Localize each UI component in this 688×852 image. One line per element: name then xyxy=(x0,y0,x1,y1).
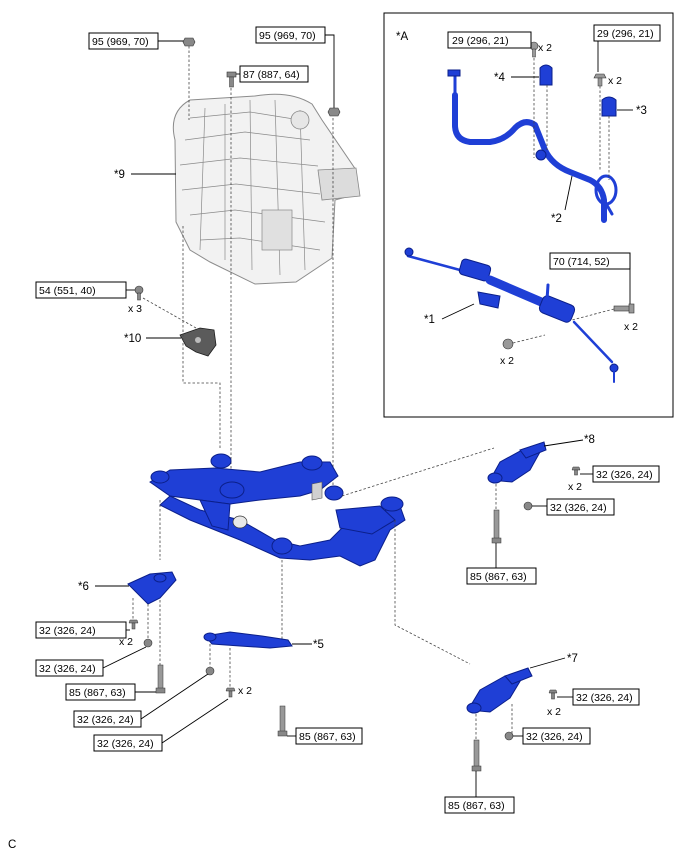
torque-engine-nut-left: 95 (969, 70) xyxy=(92,36,149,48)
torque-brace-8-bolt: 32 (326, 24) xyxy=(596,469,653,481)
torque-brace-6-bolt: 32 (326, 24) xyxy=(39,625,96,637)
brace-6-illustration xyxy=(127,571,177,605)
qty-brace-6-bolt: x 2 xyxy=(119,636,133,648)
callout-2: *2 xyxy=(551,213,562,225)
steering-gear-illustration xyxy=(404,247,619,383)
engine-assembly-illustration xyxy=(172,93,361,285)
callout-5: *5 xyxy=(313,639,324,651)
brace-5-bolt-icon xyxy=(225,687,236,698)
brace-6-main-bolt-icon xyxy=(155,664,166,694)
callout-9: *9 xyxy=(114,169,125,181)
callout-4: *4 xyxy=(494,72,505,84)
engine-mount-nut-right-icon xyxy=(327,107,341,117)
brace-7-main-bolt-icon xyxy=(471,739,482,772)
brace-6-nut-icon xyxy=(143,638,153,648)
brace-8-bolt-icon xyxy=(571,466,581,476)
torque-brace-5-bolt: 32 (326, 24) xyxy=(97,738,154,750)
torque-stab-bracket-left: 29 (296, 21) xyxy=(452,35,509,47)
callout-6: *6 xyxy=(78,581,89,593)
steering-mount-nut-icon xyxy=(502,338,514,350)
inset-panel-a: *A 29 (296, 21) x 2 29 (296, 21) xyxy=(383,12,674,418)
brace-7-nut-icon xyxy=(504,731,514,741)
callout-3: *3 xyxy=(636,105,647,117)
callout-10: *10 xyxy=(124,333,141,345)
qty-stab-bracket-left: x 2 xyxy=(538,42,552,54)
torque-brace-7-main: 85 (867, 63) xyxy=(448,800,505,812)
qty-brace-5-bolt: x 2 xyxy=(238,685,252,697)
front-suspension-crossmember-illustration xyxy=(149,453,406,567)
brace-5-main-bolt-icon xyxy=(277,705,288,737)
figure-code: C xyxy=(8,839,16,851)
engine-mount-nut-left-icon xyxy=(182,37,196,47)
qty-brace-8-bolt: x 2 xyxy=(568,481,582,493)
torque-brace-5-nut: 32 (326, 24) xyxy=(77,714,134,726)
bracket-10-illustration xyxy=(179,327,217,357)
brace-8-illustration xyxy=(487,441,547,484)
torque-brace-8-nut: 32 (326, 24) xyxy=(550,502,607,514)
brace-5-illustration xyxy=(203,631,293,649)
torque-bracket-10: 54 (551, 40) xyxy=(39,285,96,297)
brace-6-bolt-icon xyxy=(128,619,139,630)
brace-8-main-bolt-icon xyxy=(491,509,502,544)
torque-brace-7-bolt: 32 (326, 24) xyxy=(576,692,633,704)
torque-brace-8-main: 85 (867, 63) xyxy=(470,571,527,583)
qty-steering-nut: x 2 xyxy=(500,355,514,367)
callout-7: *7 xyxy=(567,653,578,665)
torque-brace-5-main: 85 (867, 63) xyxy=(299,731,356,743)
brace-7-bolt-icon xyxy=(548,689,558,700)
torque-stab-bracket-right: 29 (296, 21) xyxy=(597,28,654,40)
torque-engine-bolt-center: 87 (887, 64) xyxy=(243,69,300,81)
brace-7-illustration xyxy=(466,667,533,714)
engine-mount-bolt-center-icon xyxy=(226,71,237,88)
callout-1: *1 xyxy=(424,314,435,326)
stabilizer-bar-illustration xyxy=(447,64,618,223)
qty-brace-7-bolt: x 2 xyxy=(547,706,561,718)
torque-brace-7-nut: 32 (326, 24) xyxy=(526,731,583,743)
bracket-10-bolt-icon xyxy=(134,285,144,301)
torque-steering-gear: 70 (714, 52) xyxy=(553,256,610,268)
callout-8: *8 xyxy=(584,434,595,446)
brace-5-nut-icon xyxy=(205,666,215,676)
torque-engine-nut-right: 95 (969, 70) xyxy=(259,30,316,42)
inset-label: *A xyxy=(396,31,408,43)
torque-brace-6-nut: 32 (326, 24) xyxy=(39,663,96,675)
qty-stab-bracket-right: x 2 xyxy=(608,75,622,87)
qty-bracket-10: x 3 xyxy=(128,303,142,315)
qty-steering-bolt: x 2 xyxy=(624,321,638,333)
steering-mount-bolt-icon xyxy=(613,303,635,314)
torque-brace-6-main: 85 (867, 63) xyxy=(69,687,126,699)
brace-8-nut-icon xyxy=(523,501,533,511)
